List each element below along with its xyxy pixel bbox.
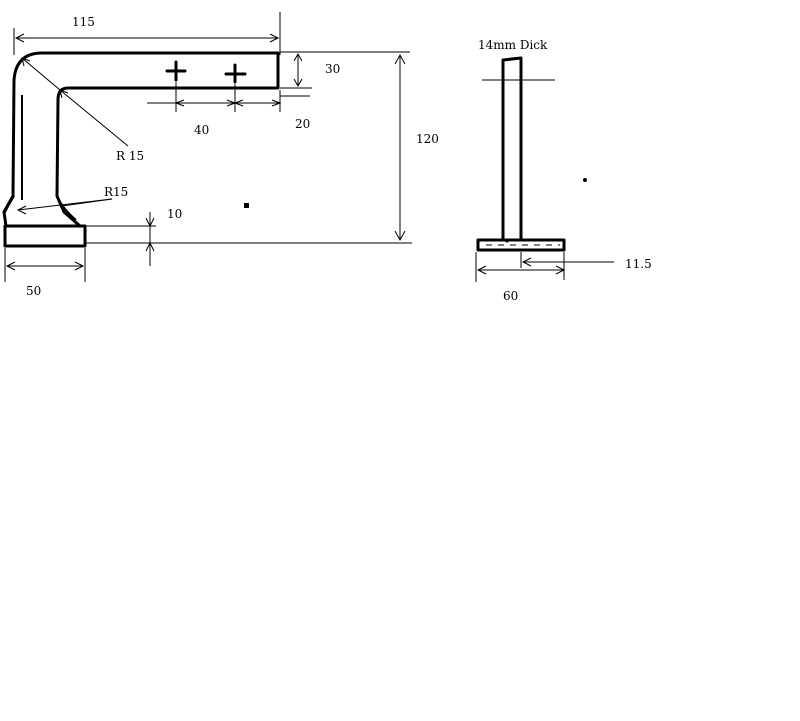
tee-mark-dot xyxy=(505,239,509,243)
hole-marker-2 xyxy=(224,63,247,84)
dim-label-r15-inner: R 15 xyxy=(116,149,144,163)
stray-dot-2 xyxy=(583,178,587,182)
dim-line-30 xyxy=(280,51,410,89)
dim-label-115: 115 xyxy=(72,15,95,29)
dim-label-120: 120 xyxy=(416,132,439,146)
leader-r15-foot xyxy=(16,198,113,215)
dim-line-115 xyxy=(13,12,281,55)
stray-dot-1 xyxy=(244,203,249,208)
hole-marker-1 xyxy=(165,60,187,82)
dim-line-40-20 xyxy=(147,82,310,112)
bracket-outline xyxy=(2,51,280,228)
dim-label-30: 30 xyxy=(325,62,340,76)
dim-line-50 xyxy=(4,248,86,282)
foot-fillet-left xyxy=(3,195,15,215)
dim-line-10 xyxy=(86,212,156,266)
dim-label-40: 40 xyxy=(194,123,209,137)
dim-label-r15-foot: R15 xyxy=(104,185,128,199)
dim-label-50: 50 xyxy=(26,284,41,298)
end-view: 14mm Dick 11.5 60 xyxy=(475,38,652,303)
foot-fillet-right xyxy=(56,195,77,221)
dim-label-20: 20 xyxy=(295,117,310,131)
bracket-top-arm-bottom xyxy=(55,51,280,228)
leader-r15-inner xyxy=(21,57,129,147)
dim-label-60: 60 xyxy=(503,289,518,303)
dim-label-10: 10 xyxy=(167,207,182,221)
dim-line-11-5 xyxy=(520,252,614,280)
tee-web xyxy=(501,56,523,242)
dim-label-11-5: 11.5 xyxy=(625,257,652,271)
dim-line-120 xyxy=(86,53,412,244)
side-view: 115 30 40 20 xyxy=(2,12,439,298)
bracket-foot xyxy=(3,224,87,248)
label-thickness: 14mm Dick xyxy=(478,38,548,52)
dim-line-60 xyxy=(475,252,566,282)
tee-base xyxy=(476,238,566,252)
